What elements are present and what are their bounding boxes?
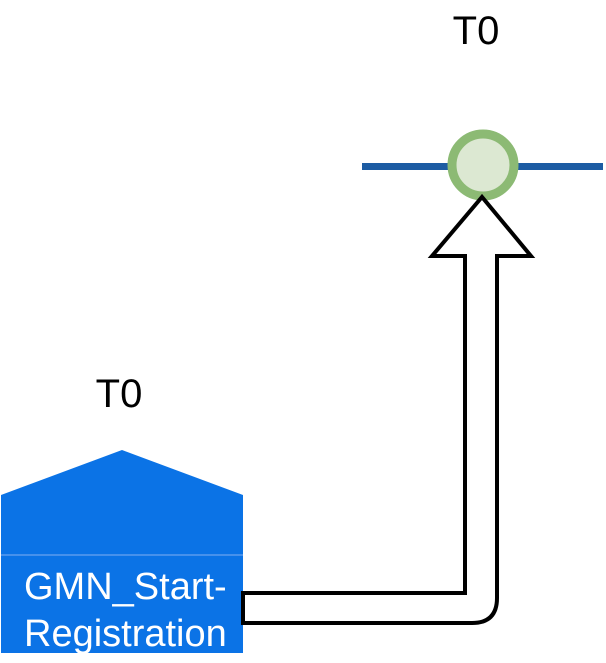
process-name-line1: GMN_Start- — [24, 566, 227, 608]
process-name: GMN_Start- Registration — [0, 564, 243, 658]
process-tag-label: T0 — [95, 372, 143, 416]
timeline-event-circle[interactable] — [447, 129, 519, 201]
timeline-tag-label: T0 — [452, 9, 500, 53]
process-name-line2: Registration — [24, 613, 227, 655]
bent-up-arrow[interactable] — [241, 193, 536, 625]
process-shape[interactable] — [1, 450, 243, 653]
